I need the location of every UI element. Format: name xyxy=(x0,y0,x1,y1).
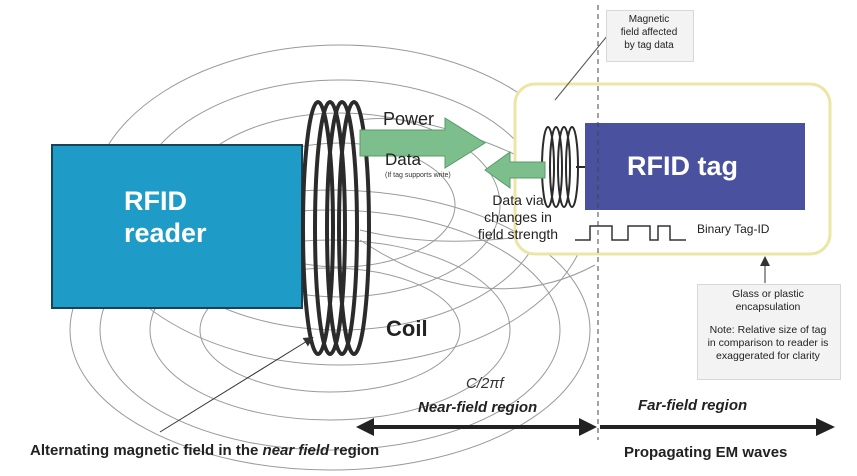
encapsulation-line-1: Glass or plastic xyxy=(732,288,804,300)
data-via-line-2: changes in xyxy=(484,209,552,225)
caption: Alternating magnetic field in the near f… xyxy=(30,442,379,459)
binary-waveform xyxy=(575,225,686,241)
reader-label-line-1: RFID xyxy=(124,186,187,216)
reader-block xyxy=(51,144,303,309)
size-note-line-2: in comparison to reader is xyxy=(707,337,829,349)
size-note-line-3: exaggerated for clarity xyxy=(716,350,820,362)
far-field-arrow xyxy=(600,418,835,436)
far-field-label: Far-field region xyxy=(638,397,748,414)
data-label: Data xyxy=(385,150,421,169)
size-note: Note: Relative size of tag in comparison… xyxy=(697,324,839,363)
caption-pointer xyxy=(159,336,314,433)
data-arrow xyxy=(484,151,546,189)
data-via-line-3: field strength xyxy=(477,226,559,242)
encapsulation-line-2: encapsulation xyxy=(735,301,801,313)
reader-label: RFID reader xyxy=(124,185,207,249)
caption-italic: near field xyxy=(262,442,330,459)
caption-after: region xyxy=(329,442,380,459)
reader-label-line-2: reader xyxy=(124,218,207,248)
magnetic-field-callout: Magnetic field affected by tag data xyxy=(606,13,692,52)
callout-line-1: Magnetic xyxy=(628,14,670,25)
boundary-formula: C/2πf xyxy=(466,375,504,392)
encapsulation-label: Glass or plastic encapsulation xyxy=(697,288,839,314)
near-field-label: Near-field region xyxy=(418,399,538,416)
caption-before: Alternating magnetic field in the xyxy=(30,442,263,459)
encapsulation-note-box xyxy=(697,284,841,380)
callout-line-3: by tag data xyxy=(624,40,674,51)
power-label: Power xyxy=(383,109,435,129)
near-field-arrow xyxy=(356,418,597,436)
power-arrow xyxy=(359,117,486,169)
coil-windings xyxy=(301,100,371,356)
callout-line xyxy=(554,29,613,101)
coil-label: Coil xyxy=(386,316,428,341)
callout-line-2: field affected xyxy=(620,27,678,38)
data-via-label: Data via changes in field strength xyxy=(468,192,568,243)
data-via-line-1: Data via xyxy=(492,192,544,208)
tag-block xyxy=(585,123,805,210)
far-field-sublabel: Propagating EM waves xyxy=(624,444,788,461)
magnetic-field-callout-box xyxy=(606,10,694,62)
data-write-note: (If tag supports write) xyxy=(385,172,451,179)
tag-label: RFID tag xyxy=(627,151,738,181)
size-note-line-1: Note: Relative size of tag xyxy=(709,324,827,336)
binary-tag-id-label: Binary Tag-ID xyxy=(697,222,770,236)
